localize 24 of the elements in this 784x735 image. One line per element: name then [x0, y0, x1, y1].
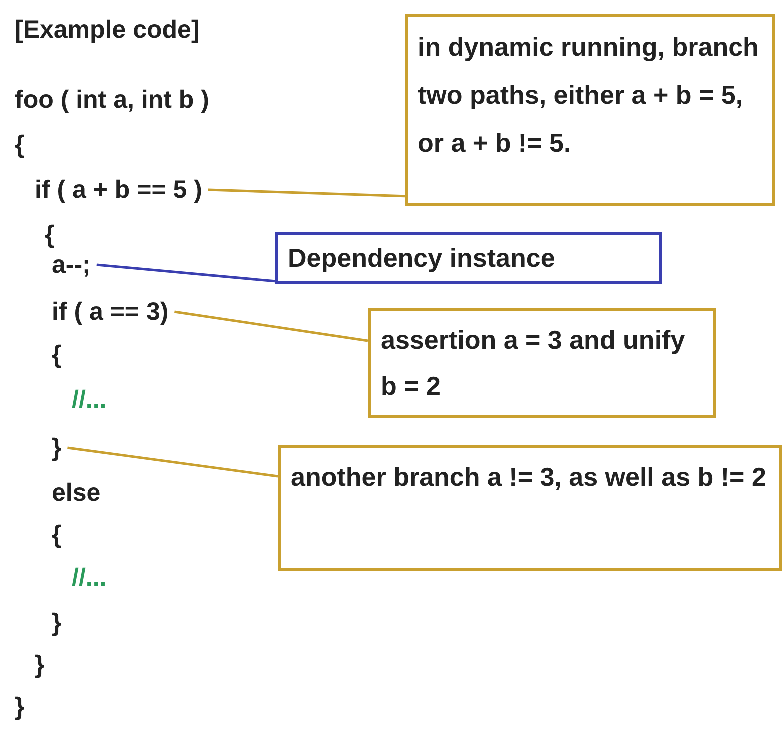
callout-box: Dependency instance [275, 232, 662, 284]
leader-line [174, 310, 368, 342]
leader-line [68, 446, 278, 478]
code-line: if ( a + b == 5 ) [35, 175, 202, 205]
code-brace: { [52, 520, 62, 550]
code-brace: } [52, 608, 62, 638]
callout-box: another branch a != 3, as well as b != 2 [278, 445, 782, 571]
code-brace: else [52, 478, 101, 508]
code-comment: //... [72, 385, 107, 415]
leader-line [96, 264, 276, 283]
callout-box: in dynamic running, branch two paths, either a + b = 5, or a + b != 5. [405, 14, 775, 206]
code-line: foo ( int a, int b ) [15, 85, 210, 115]
code-line: a--; [52, 250, 91, 280]
code-line: if ( a == 3) [52, 297, 169, 327]
code-line: { [15, 130, 25, 160]
code-line: } [52, 433, 62, 463]
code-brace: { [52, 340, 62, 370]
code-brace: } [35, 650, 45, 680]
code-comment: //... [72, 563, 107, 593]
callout-box: assertion a = 3 and unify b = 2 [368, 308, 716, 418]
code-brace: { [45, 220, 55, 250]
leader-line [208, 188, 406, 198]
code-brace: } [15, 692, 25, 722]
heading: [Example code] [15, 15, 200, 45]
